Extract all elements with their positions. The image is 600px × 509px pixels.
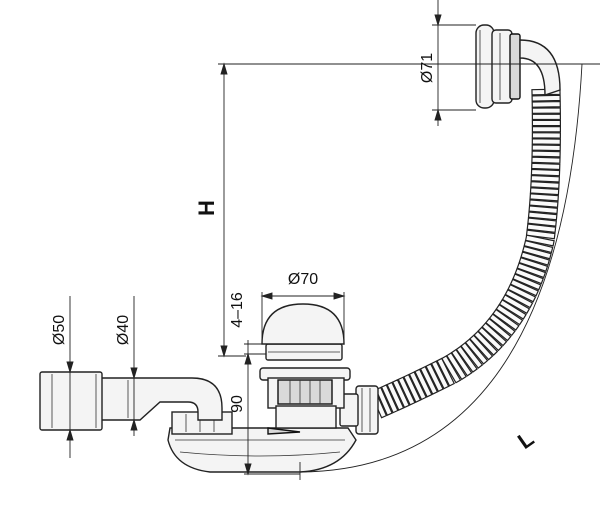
hose-rib xyxy=(492,308,520,331)
hose-rib xyxy=(531,119,562,127)
dimension-lines xyxy=(66,0,600,480)
hose-rib xyxy=(441,355,462,384)
hose-rib xyxy=(397,376,416,406)
hose-rib xyxy=(516,262,547,279)
plug-diameter-label: Ø70 xyxy=(288,271,318,288)
hose-rib xyxy=(531,100,561,108)
hose-rib xyxy=(477,326,503,352)
hose-rib xyxy=(419,365,439,395)
hose-rib xyxy=(512,273,542,291)
hose-rib xyxy=(504,289,534,309)
trap-height-label: 90 xyxy=(229,395,246,413)
plug-assembly xyxy=(259,303,351,429)
hose-rib xyxy=(414,368,433,398)
hose-rib xyxy=(531,162,561,171)
hose-rib xyxy=(495,303,524,326)
hose-rib xyxy=(425,363,444,393)
hose-rib xyxy=(524,234,555,247)
hose-rib xyxy=(520,251,551,266)
hose-rib xyxy=(531,125,562,133)
hose-rib xyxy=(525,229,556,240)
hose-rib xyxy=(455,345,478,373)
hose-rib xyxy=(501,294,531,315)
hose-rib xyxy=(514,267,544,285)
hose-rib xyxy=(531,144,561,152)
hose-rib xyxy=(481,322,508,347)
hose-rib xyxy=(529,187,560,196)
hose-rib xyxy=(531,113,561,121)
plug-range-label: 4–16 xyxy=(229,292,246,328)
hose-rib xyxy=(498,299,527,320)
hose-rib xyxy=(488,313,516,337)
length-label: L xyxy=(513,426,538,454)
hose-rib xyxy=(526,223,557,234)
hose-rib xyxy=(530,174,560,183)
hose-rib xyxy=(507,283,537,303)
hose-rib xyxy=(527,211,558,221)
hose-rib xyxy=(460,341,484,369)
hose-rib xyxy=(531,156,561,164)
hose-rib xyxy=(531,132,561,139)
hose-rib xyxy=(531,107,561,114)
outlet-outer-diameter-label: Ø50 xyxy=(51,315,68,345)
hose-rib xyxy=(530,168,561,177)
hose-rib xyxy=(528,199,559,208)
hose-rib xyxy=(473,330,499,356)
hose-rib xyxy=(528,205,559,215)
hose-rib xyxy=(430,360,450,390)
hose-rib xyxy=(469,334,494,361)
flexible-hose xyxy=(369,88,562,419)
overflow-diameter-label: Ø71 xyxy=(419,53,436,83)
hose-rib xyxy=(509,278,540,297)
hose-rib xyxy=(408,371,427,401)
hose-rib xyxy=(403,373,422,403)
hose-rib xyxy=(380,384,399,414)
overflow-head xyxy=(475,24,561,109)
hose-rib xyxy=(518,256,549,273)
hose-rib xyxy=(527,217,557,227)
hose-rib xyxy=(521,245,552,260)
hose-rib xyxy=(436,357,456,387)
hose-rib xyxy=(523,239,554,254)
hose-rib xyxy=(485,317,512,342)
hose-rib xyxy=(530,180,560,189)
hose-rib xyxy=(531,150,561,158)
outlet-pipe xyxy=(39,371,223,431)
hose-connector xyxy=(339,385,379,435)
outlet-inner-diameter-label: Ø40 xyxy=(115,315,132,345)
hose-rib xyxy=(531,138,561,145)
hose-rib xyxy=(391,379,410,409)
hose-rib xyxy=(531,94,561,102)
hose-rib xyxy=(450,348,473,377)
hose-rib xyxy=(464,338,489,365)
height-label: H xyxy=(194,200,219,216)
hose-rib xyxy=(529,193,559,202)
hose-rib xyxy=(446,352,467,381)
hose-rib xyxy=(386,381,405,411)
